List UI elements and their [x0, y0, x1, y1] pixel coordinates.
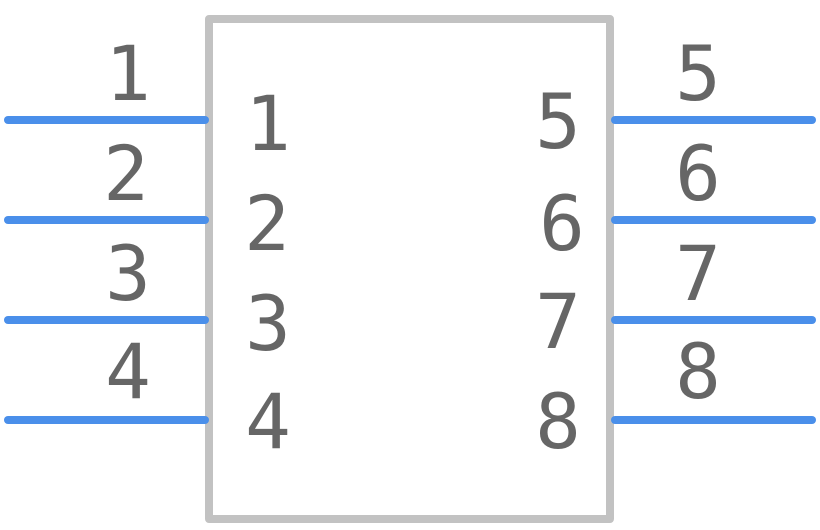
pin-inner-label-6: 6 [539, 179, 585, 268]
pin-outer-label-6: 6 [675, 129, 721, 218]
pin-outer-label-8: 8 [675, 327, 721, 416]
pin-outer-label-1: 1 [105, 29, 151, 118]
pin-outer-label-4: 4 [105, 327, 151, 416]
pin-outer-label-3: 3 [105, 229, 151, 318]
right-pins: 5 6 7 8 5 6 7 8 [535, 29, 816, 466]
left-pins: 1 2 3 4 1 2 3 4 [4, 29, 291, 466]
pin-outer-label-5: 5 [675, 29, 721, 118]
pin-inner-label-1: 1 [245, 79, 291, 168]
pin-inner-label-5: 5 [535, 77, 581, 166]
pin-inner-label-4: 4 [245, 377, 291, 466]
pin-outer-label-2: 2 [103, 129, 149, 218]
component-body [205, 15, 614, 523]
pin-outer-label-7: 7 [675, 229, 721, 318]
pin-inner-label-2: 2 [244, 179, 290, 268]
pin-inner-label-3: 3 [245, 279, 291, 368]
pin-inner-label-8: 8 [535, 377, 581, 466]
pin-inner-label-7: 7 [535, 277, 581, 366]
